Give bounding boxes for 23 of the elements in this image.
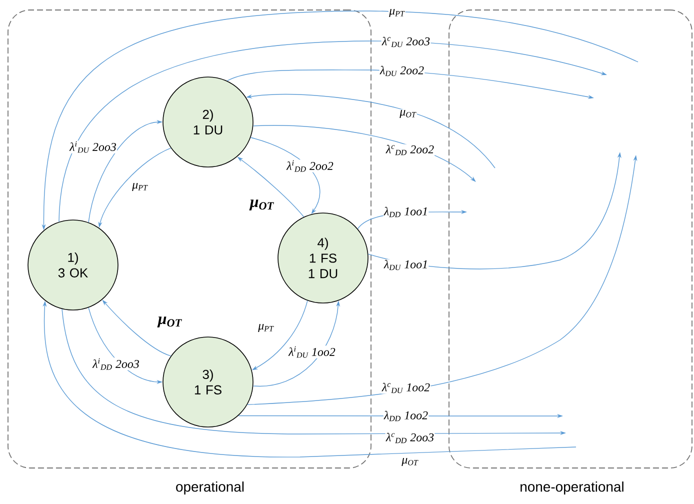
edge-label: λ$_{DD}$ 1oo1 xyxy=(383,206,429,218)
arrow xyxy=(252,125,476,182)
edge-label: μ$_{OT}$ xyxy=(249,199,275,211)
edge-label: μ$_{PT}$ xyxy=(388,8,406,18)
edge-label: μ$_{OT}$ xyxy=(157,316,183,328)
edge-label: μ$_{OT}$ xyxy=(401,457,419,467)
edge-label: λ$^{i}$$_{DD}$ 2oo3 xyxy=(92,358,140,370)
edge-label: λ$^{c}$$_{DD}$ 2oo2 xyxy=(385,144,435,156)
edge-label: λ$^{c}$$_{DD}$ 2oo3 xyxy=(385,432,435,444)
edge-label: μ$_{OT}$ xyxy=(399,109,417,119)
node-label: none-operational xyxy=(520,481,624,494)
node-label: operational xyxy=(176,481,244,494)
region-box: none-operational xyxy=(448,10,692,494)
edge-label: μ$_{PT}$ xyxy=(258,323,274,333)
edge-label: μ$_{PT}$ xyxy=(132,182,148,192)
edge-label: λ$^{i}$$_{DD}$ 2oo2 xyxy=(286,160,334,172)
edge-label: λ$_{DD}$ 1oo2 xyxy=(383,410,429,422)
edge-label: λ$_{DU}$ 2oo2 xyxy=(379,65,425,77)
edge-label: λ$^{c}$$_{DU}$ 2oo3 xyxy=(381,36,431,48)
edge-label: λ$^{i}$$_{DU}$ 1oo2 xyxy=(288,346,336,358)
edge-label: λ$_{DU}$ 1oo1 xyxy=(383,259,429,271)
edge-label: λ$^{i}$$_{DU}$ 2oo3 xyxy=(69,140,117,154)
edge-label: λ$^{c}$$_{DU}$ 1oo2 xyxy=(381,382,431,394)
